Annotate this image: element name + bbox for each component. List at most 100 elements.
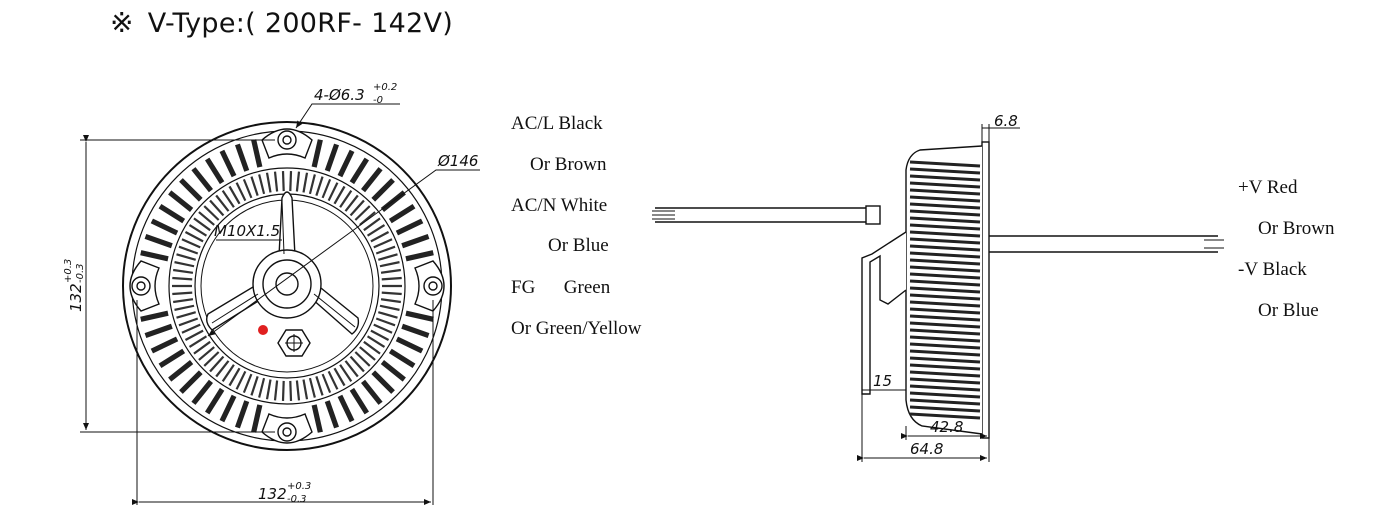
- fin: [373, 323, 393, 334]
- input-wire-label: AC/N White: [511, 195, 608, 216]
- input-wire-label: Or Brown: [530, 154, 607, 175]
- mounting-holes: [129, 128, 445, 444]
- fin: [405, 250, 434, 262]
- fin: [380, 268, 401, 274]
- fin: [144, 323, 173, 338]
- fin: [221, 364, 235, 382]
- side-bracket: [861, 231, 907, 395]
- side-fin: [909, 272, 981, 280]
- height-tol-lower: -0.3: [75, 263, 86, 283]
- side-fin: [909, 279, 981, 287]
- fin: [198, 211, 215, 226]
- outer-housing-circle: [122, 121, 452, 451]
- fin: [382, 284, 402, 288]
- fin: [379, 261, 400, 268]
- fin: [405, 310, 434, 322]
- fin: [242, 373, 253, 393]
- fin: [349, 199, 365, 217]
- fin: [235, 400, 250, 429]
- side-fin: [909, 251, 981, 259]
- width-dimension: 132: [258, 485, 287, 503]
- body-depth-dimension: 42.8: [930, 418, 963, 436]
- fin: [321, 373, 332, 393]
- hole-tol-upper: +0.2: [373, 82, 397, 93]
- fin: [184, 329, 204, 341]
- fin: [380, 298, 401, 304]
- fin: [370, 231, 390, 243]
- fin: [203, 351, 220, 367]
- side-fin: [909, 328, 981, 336]
- page-title: ※V-Type:( 200RF- 142V): [110, 6, 453, 39]
- fin: [359, 211, 376, 226]
- fin: [179, 178, 203, 202]
- fin: [140, 250, 169, 262]
- side-fin: [909, 160, 981, 168]
- fin: [173, 268, 194, 274]
- fin: [235, 370, 247, 390]
- fin: [361, 167, 383, 193]
- fin: [215, 360, 230, 378]
- fin: [219, 394, 237, 423]
- fin: [401, 323, 430, 338]
- fin: [375, 317, 396, 327]
- top-dimension: 6.8: [994, 112, 1018, 130]
- fin: [308, 174, 316, 195]
- fin: [219, 149, 237, 178]
- fin: [339, 364, 353, 382]
- side-fin: [909, 384, 981, 392]
- side-fin: [909, 195, 981, 203]
- side-fin: [909, 363, 981, 371]
- fin: [205, 387, 225, 415]
- outer-fins: [140, 139, 434, 433]
- side-fin: [909, 300, 981, 308]
- fin: [344, 194, 359, 212]
- fin: [381, 291, 402, 296]
- diameter-leader: [207, 169, 480, 337]
- fin: [144, 234, 173, 249]
- fin: [315, 376, 324, 396]
- fin: [184, 231, 204, 243]
- fin: [281, 171, 285, 192]
- fin: [371, 370, 395, 394]
- side-fin: [909, 258, 981, 266]
- inner-fins: [172, 171, 402, 401]
- fin: [258, 377, 266, 398]
- fin: [302, 172, 309, 193]
- fin: [381, 276, 402, 281]
- fin: [205, 157, 225, 185]
- side-fin: [909, 286, 981, 294]
- side-fin: [909, 398, 981, 406]
- fin: [140, 310, 169, 322]
- fin: [361, 379, 383, 405]
- fin: [363, 340, 381, 355]
- hole-callout-leader: [295, 103, 400, 129]
- fin: [333, 367, 346, 387]
- side-fin: [909, 370, 981, 378]
- fin: [265, 172, 272, 193]
- fin: [295, 380, 301, 401]
- hole-tol-lower: -0: [373, 95, 383, 106]
- fin: [311, 139, 323, 168]
- diameter-callout: Ø146: [437, 152, 478, 170]
- side-fin: [909, 167, 981, 175]
- height-tol-upper: +0.3: [63, 259, 74, 283]
- fin: [378, 253, 398, 261]
- side-fin: [909, 342, 981, 350]
- fin: [178, 245, 199, 255]
- side-fin: [909, 391, 981, 399]
- fin: [295, 171, 301, 192]
- fin: [168, 360, 194, 382]
- fin: [209, 199, 225, 217]
- output-wire-label: -V Black: [1238, 259, 1307, 280]
- side-fin: [909, 181, 981, 189]
- fin: [203, 205, 220, 221]
- height-dimension-group: 132 +0.3 -0.3: [63, 259, 86, 312]
- side-fin: [909, 405, 981, 413]
- side-fin: [909, 349, 981, 357]
- fin: [250, 176, 259, 196]
- fin: [172, 276, 193, 281]
- fin: [174, 261, 195, 268]
- fin: [178, 317, 199, 327]
- fin: [337, 149, 355, 178]
